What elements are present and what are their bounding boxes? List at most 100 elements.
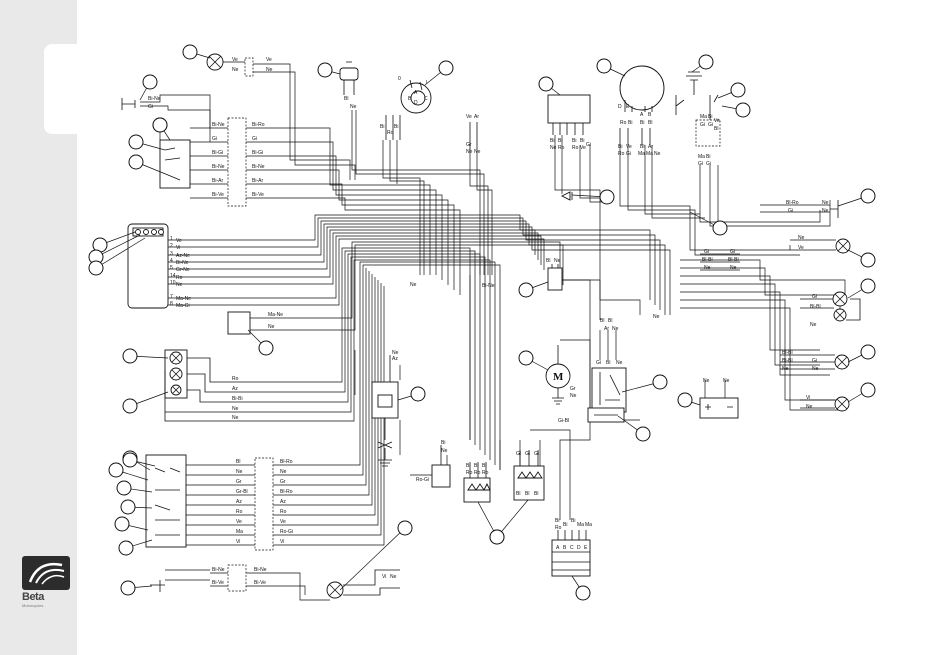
- wire-code: Ne: [232, 415, 239, 421]
- wire-code: Bi: [706, 154, 710, 160]
- terminal-label: B: [408, 96, 412, 102]
- wire-code: Ma: [585, 522, 592, 528]
- wire-code: Ro: [236, 509, 243, 515]
- wire-code: Bi: [640, 120, 644, 126]
- lower-switch-block: Bl Ne Gr Gr-Bl Az Ro Ve Ma Vi Bl-Ro Ne G…: [145, 454, 293, 551]
- wire-code: Bi-Ne: [176, 260, 189, 266]
- wire-code: Bi-Ve: [212, 192, 224, 198]
- wire-code: Ne: [236, 469, 243, 475]
- terminal-label: D: [618, 104, 622, 110]
- wire-code: Bi: [441, 440, 445, 446]
- horn-relay: Ma Bi Gi Gi Ve Bl Ma Bi Gi Gi: [675, 71, 721, 167]
- terminal-label: D: [414, 100, 418, 106]
- wire-code: Ma: [236, 529, 243, 535]
- wire-code: Gr-Ne: [176, 267, 190, 273]
- small-module: Ma-Ne Ne: [227, 311, 283, 335]
- pin-number: 1: [170, 236, 173, 242]
- pin-number: 2: [170, 243, 173, 249]
- wire-code: Bi-Ne: [148, 96, 161, 102]
- callout-bubble: [599, 189, 615, 205]
- wire-code: Gi: [812, 358, 817, 364]
- wire-code: Gi: [586, 142, 591, 148]
- wire-code: Bi-Ve: [252, 192, 264, 198]
- wire-code: Gi-Bl: [558, 418, 569, 424]
- wire-code: Gi: [525, 451, 530, 457]
- main-fuse: Bl Ne: [339, 61, 359, 110]
- pin-letter: D: [577, 545, 581, 551]
- wire-code: Vi: [236, 539, 240, 545]
- wire-code: Ro: [474, 470, 481, 476]
- wire-code: Bi: [628, 120, 632, 126]
- wire-code: Gi: [596, 360, 601, 366]
- wire-code: Ma-Ne: [268, 312, 283, 318]
- wire-code: Ve: [236, 519, 242, 525]
- callout-bubble: [635, 426, 651, 442]
- wire-code: Ro-Gi: [280, 529, 293, 535]
- wire-code: Bi-Ne: [212, 567, 225, 573]
- wire-code: Ro: [387, 130, 394, 136]
- callout-bubble: [596, 58, 612, 74]
- callout-leader: [95, 237, 146, 269]
- wire-code: Ve: [626, 144, 632, 150]
- wire-code: Bl: [534, 491, 538, 497]
- relay-top: Bi Bi Ne Ro Bi Bi Ve Ro Gi: [547, 94, 591, 151]
- wire-code: Ne: [232, 67, 239, 73]
- wire-code: Bi-Ne: [254, 567, 267, 573]
- wire-code: Gr: [280, 479, 286, 485]
- callout-bubble: [410, 386, 426, 402]
- wire-code: Bi: [394, 124, 398, 130]
- callout-bubble: [108, 462, 124, 478]
- wire-code: Ne: [392, 350, 399, 356]
- callout-bubble: [652, 374, 668, 390]
- wire-code: Gr-Bl: [236, 489, 248, 495]
- pin-letter: A: [556, 545, 560, 551]
- callout-bubble: [538, 76, 554, 92]
- wire-code: Bl-Bl: [728, 257, 739, 263]
- callout-bubble: [120, 499, 136, 515]
- wire-code: Gi: [700, 122, 705, 128]
- wire-code: Ne: [268, 324, 275, 330]
- brand-tagline: Motorcycles: [22, 603, 44, 608]
- wire-code: Bl: [648, 120, 652, 126]
- wire-code: Ar: [474, 114, 479, 120]
- callout-bubble: [182, 44, 198, 60]
- wire-code: Gi: [626, 151, 631, 157]
- left-lamp-cluster: Ro Az Bi-Bi Ne Ne: [164, 349, 243, 422]
- wire-code: Gi: [704, 249, 709, 255]
- wire-code: Bi: [580, 138, 584, 144]
- wire-code: Ne: [810, 322, 817, 328]
- wire-code: Vi: [280, 539, 284, 545]
- wire-code: Ne: [474, 149, 481, 155]
- wire-code: Ro: [572, 145, 579, 151]
- pin-letter: E: [584, 545, 588, 551]
- callout-bubble: [88, 260, 104, 276]
- pin-number: 7: [170, 294, 173, 300]
- wire-code: Ne: [822, 200, 829, 206]
- wire-code: Gi: [706, 161, 711, 167]
- wire-code: Gi: [698, 161, 703, 167]
- wire-code: Bl-Ro: [280, 459, 293, 465]
- wire-code: Bi-Ar: [212, 178, 223, 184]
- wire-code: Bl: [606, 360, 610, 366]
- brand-badge-icon: [22, 556, 70, 590]
- wire-code: Bi-Ne: [212, 164, 225, 170]
- callout-bubble: [114, 516, 130, 532]
- wire-code: Ne: [704, 265, 711, 271]
- wire-code: Gi: [812, 294, 817, 300]
- pin-number: 10: [170, 280, 176, 286]
- wire-code: Az-Ne: [176, 253, 190, 259]
- callout-bubble: [258, 340, 274, 356]
- wire-code: Ne: [554, 258, 561, 264]
- callout-bubble: [518, 282, 534, 298]
- wire-code: Ne: [232, 406, 239, 412]
- wire-code: Gi: [534, 451, 539, 457]
- wire-code: Ve: [466, 114, 472, 120]
- wire-code: Bi: [558, 138, 562, 144]
- right-side-components: Bl-Ro Ne Gi Ne Ne Ve Gi Gi Bl-Bl Bl-Bl N…: [700, 200, 861, 412]
- top-indicator-bulb: Ve Ne Ve Ne: [206, 53, 273, 77]
- wire-code: Bl: [546, 258, 550, 264]
- dashboard-connector: Ve Vi Az-Ne Bi-Ne Gr-Ne Ro Ne Ma-Ne Ma-G…: [127, 223, 191, 309]
- wire-code: Bi-Bi: [232, 396, 243, 402]
- callout-bubble: [489, 529, 505, 545]
- bottom-connector-block: Bi Ro Bi Bi Ma Ma A B C D E: [551, 518, 592, 577]
